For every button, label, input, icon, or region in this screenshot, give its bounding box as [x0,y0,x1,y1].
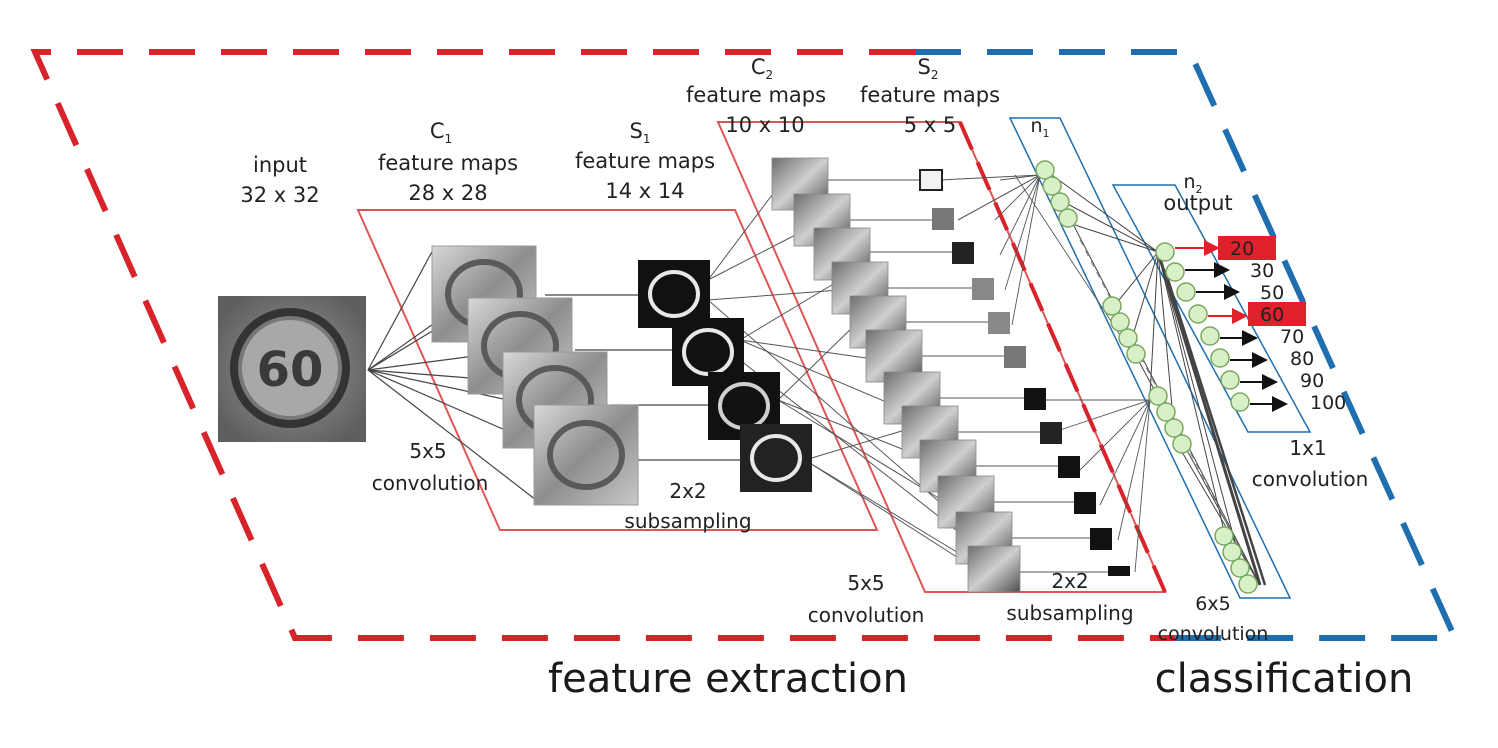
conv1-size: 5x5 [409,439,446,463]
c1-size: 28 x 28 [408,181,487,205]
c1-title-letter: C [430,119,445,143]
n2-title-letter: n [1183,171,1195,193]
c2-title-sub: 2 [766,68,774,82]
s2-feature-maps [919,169,1130,576]
s2-title-sub: 2 [931,68,939,82]
s2-maps: feature maps [860,83,1000,107]
c1-s1-layer-box [356,209,879,531]
n1-layer-box [1008,117,1292,599]
conv1-label: convolution [372,471,489,495]
conv3-label: convolution [1158,623,1269,645]
s1-title-sub: 1 [643,132,651,146]
sub1-label: subsampling [624,509,751,533]
s1-size: 14 x 14 [605,179,684,203]
n1-title-sub: 1 [1043,127,1050,140]
output-label-50: 50 [1260,282,1284,304]
s1-title: S1 [630,119,651,146]
input-image: 60 [218,296,366,442]
n2-title: n2 [1183,171,1202,196]
c2-title: C2 [751,55,773,82]
sub2-size: 2x2 [1051,569,1088,593]
c1-to-s1-connections [545,294,742,461]
n1-title: n1 [1030,115,1049,140]
c2-size: 10 x 10 [725,113,804,137]
conv3-size: 6x5 [1195,593,1230,615]
c1-title: C1 [430,119,452,146]
s1-maps: feature maps [575,149,715,173]
feature-extraction-region [30,49,1175,641]
output-label-70: 70 [1280,326,1304,348]
input-size: 32 x 32 [240,183,319,207]
s1-feature-maps [638,260,812,492]
conv4-label: convolution [1252,467,1369,491]
n2-layer-box [1111,184,1312,433]
output-highlight-60 [1248,302,1306,326]
s2-title-letter: S [918,55,931,79]
c2-to-s2-connections [828,174,1108,573]
output-label-80: 80 [1290,348,1314,370]
c1-maps: feature maps [378,151,518,175]
c2-title-letter: C [751,55,766,79]
n2-neurons [1155,242,1250,412]
output-label-90: 90 [1300,370,1324,392]
c1-title-sub: 1 [445,132,453,146]
n1-title-letter: n [1030,115,1042,137]
n2-output: output [1163,191,1232,215]
conv2-label: convolution [808,603,925,627]
s1-title-letter: S [630,119,643,143]
output-highlight-20 [1218,236,1276,260]
conv4-size: 1x1 [1289,436,1326,460]
output-arrows [1175,240,1288,412]
output-label-30: 30 [1250,260,1274,282]
classification-label: classification [1155,656,1414,702]
diagram-labels: input 32 x 32 C1 feature maps 28 x 28 S1… [240,55,1413,702]
c1-feature-maps [431,245,639,506]
output-label-100: 100 [1310,392,1346,414]
n1-neurons [1035,160,1258,594]
sign-value-text: 60 [257,342,324,398]
classification-region [915,49,1460,641]
input-title: input [253,153,307,177]
sub1-size: 2x2 [669,479,706,503]
s2-to-n1-connections [994,174,1151,573]
s2-title: S2 [918,55,939,82]
conv2-size: 5x5 [847,571,884,595]
c2-feature-maps [771,157,1021,593]
c2-maps: feature maps [686,83,826,107]
s2-size: 5 x 5 [904,113,957,137]
n2-title-sub: 2 [1196,183,1203,196]
feature-extraction-label: feature extraction [548,656,908,702]
sub2-label: subsampling [1006,601,1133,625]
output-label-60: 60 [1260,304,1284,326]
output-label-20: 20 [1230,238,1254,260]
